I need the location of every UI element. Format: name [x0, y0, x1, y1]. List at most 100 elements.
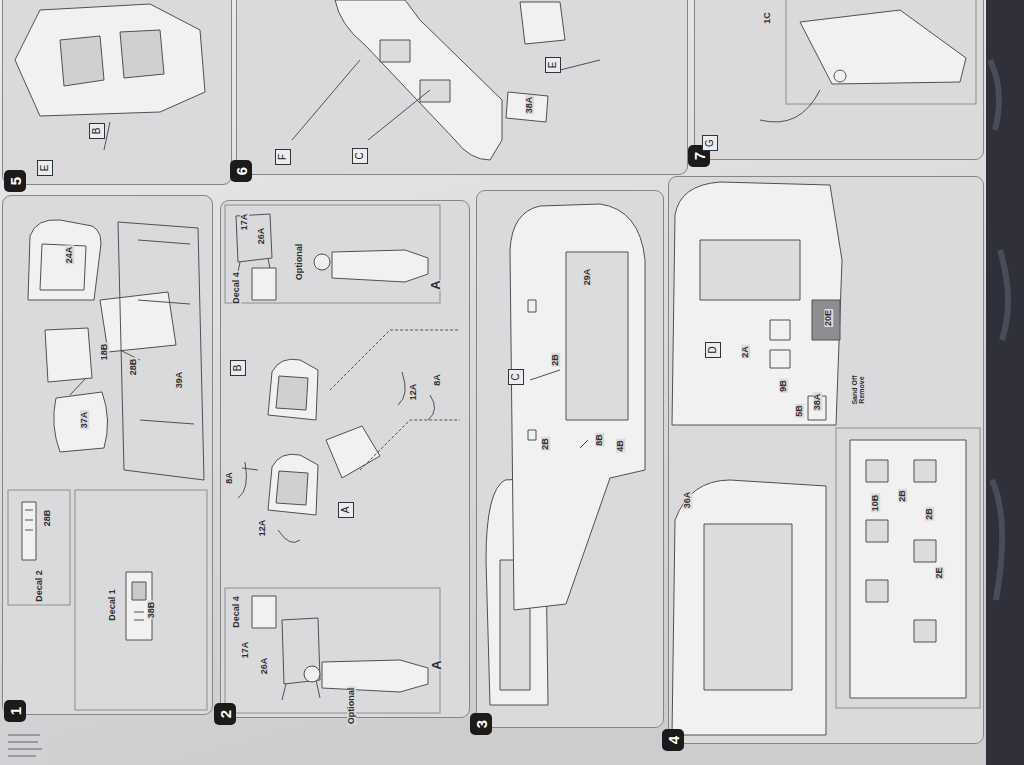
- optional-inset: [225, 205, 440, 303]
- step-panel: 4D: [668, 176, 984, 744]
- part-number: 38A: [525, 96, 534, 115]
- step-panel: 3C: [476, 190, 664, 728]
- figure-head: [304, 666, 320, 682]
- part-number: Sand Off Remove: [851, 372, 866, 408]
- part-number: 28B: [43, 509, 52, 528]
- subassembly-letter: E: [40, 164, 50, 171]
- pilot-figure: [322, 660, 428, 692]
- panel-ground: [668, 176, 984, 744]
- part-number: 24A: [65, 246, 74, 265]
- part-number: 1C: [763, 11, 772, 25]
- floor-frame: [118, 222, 204, 480]
- detail-inset: [786, 0, 976, 104]
- sand-off-area: [812, 300, 840, 340]
- bulkhead-part: [45, 328, 92, 382]
- decal-inset: [8, 490, 70, 605]
- subassembly-box: E: [545, 57, 561, 73]
- window-opening: [700, 240, 800, 300]
- decal-panel: [22, 502, 36, 560]
- locating-pin: [834, 70, 846, 82]
- part-number: 8A: [433, 373, 442, 387]
- fuselage-side: [672, 480, 826, 735]
- part-number: 38A: [813, 393, 822, 412]
- seat-leg: [238, 372, 435, 542]
- interior-part: [520, 2, 565, 44]
- part-number: Decal 4: [232, 271, 241, 305]
- seat-back: [28, 220, 101, 300]
- window-part: [528, 300, 536, 440]
- subassembly-box: B: [89, 123, 105, 139]
- figure-letter: A: [430, 659, 444, 670]
- part-number: 12A: [409, 383, 418, 402]
- part-number: 8B: [595, 433, 604, 447]
- seat-base: [326, 426, 380, 478]
- fuselage-side: [510, 204, 645, 610]
- figure-letter: A: [429, 279, 443, 290]
- part-number: 39A: [175, 371, 184, 390]
- subassembly-box: A: [338, 502, 354, 518]
- seat-pair: [60, 30, 164, 86]
- part-number: 37A: [80, 411, 89, 430]
- part-number: 12A: [258, 519, 267, 538]
- placement-line: [330, 330, 460, 470]
- subassembly-letter: A: [341, 506, 351, 513]
- panel-ground: [220, 200, 470, 718]
- part-number: Decal 2: [35, 569, 44, 603]
- part-number: 26A: [260, 657, 269, 676]
- window-opening: [866, 460, 936, 642]
- step-panel: 6CFE: [236, 0, 688, 175]
- panel-ground: [236, 0, 688, 175]
- step-panel: 7G: [694, 0, 984, 160]
- table-cloth: [986, 0, 1024, 765]
- decal-panel: [252, 268, 276, 300]
- panel-ground: [476, 190, 664, 728]
- seat-cushion: [276, 471, 308, 505]
- subassembly-box: G: [702, 135, 718, 151]
- frame-line: [138, 240, 194, 424]
- step-number: 2: [214, 703, 236, 725]
- optional-inset: [225, 588, 440, 713]
- fuselage-half: [335, 0, 502, 160]
- subassembly-letter: F: [278, 153, 288, 159]
- window-inset: [836, 428, 980, 708]
- part-number: 28B: [129, 358, 138, 377]
- part-number: 9B: [779, 379, 788, 393]
- part-number: 26A: [257, 227, 266, 246]
- leader-line: [760, 90, 820, 122]
- leader-line: [104, 122, 110, 150]
- part-number: 8A: [225, 471, 234, 485]
- part-number: 18B: [100, 343, 109, 362]
- pilot-figure: [332, 250, 428, 282]
- step-panel: 5BE: [2, 0, 232, 185]
- seat-base: [100, 292, 176, 352]
- step-number: 4: [662, 729, 684, 751]
- subassembly-box: D: [705, 342, 721, 358]
- decal-panel: [252, 596, 276, 628]
- part-number: 2B: [541, 437, 550, 451]
- subassembly-box: E: [37, 160, 53, 176]
- subassembly-box: F: [275, 149, 291, 165]
- subassembly-letter: C: [355, 152, 365, 159]
- part-number: 38B: [147, 601, 156, 620]
- part-number: Decal 1: [108, 588, 117, 622]
- seat-frame: [282, 618, 320, 700]
- seat-cushion: [276, 376, 308, 410]
- crew-seat: [268, 454, 318, 515]
- subassembly-letter: B: [92, 127, 102, 134]
- cushion-part: [54, 392, 108, 452]
- window-strip: [850, 440, 966, 698]
- fuselage-side: [672, 182, 842, 425]
- panel-ground: [2, 0, 232, 185]
- part-number: Decal 4: [232, 595, 241, 629]
- subassembly-letter: C: [511, 373, 521, 380]
- part-number: 17A: [240, 213, 249, 232]
- subassembly-letter: E: [548, 61, 558, 68]
- step-panel: 2BA: [220, 200, 470, 718]
- leader-line: [530, 370, 588, 448]
- part-number: 2B: [925, 507, 934, 521]
- step-number: 1: [4, 700, 26, 722]
- part-number: 36A: [683, 491, 692, 510]
- part-number: 5B: [795, 404, 804, 418]
